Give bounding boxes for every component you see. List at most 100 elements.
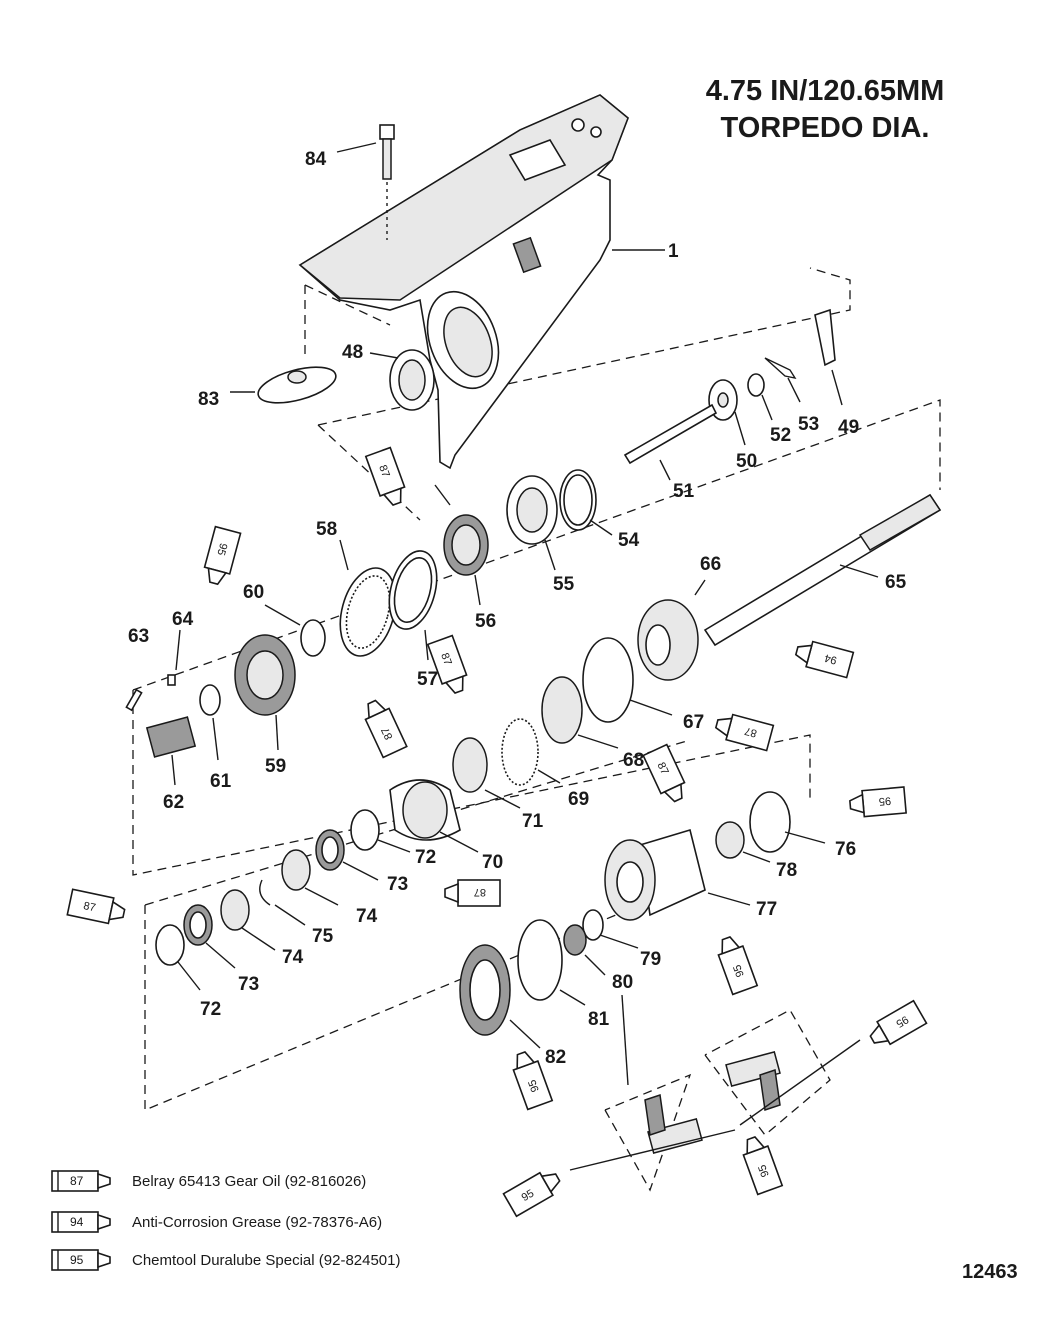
svg-text:95: 95 [731,963,746,979]
callout-68: 68 [623,750,644,771]
callout-59: 59 [265,756,286,777]
tube-94: 94 [794,640,855,679]
callout-69: 69 [568,789,589,810]
tube-95-a: 95 [203,525,242,586]
svg-text:95: 95 [70,1253,84,1267]
svg-text:87: 87 [376,463,391,479]
lubricant-legend: 87 Belray 65413 Gear Oil (92-816026) 94 … [51,1170,401,1271]
assembly-guide-lines [132,267,941,1192]
tube-95-g: 95 [502,1171,561,1218]
diameter-heading-line2: TORPEDO DIA. [721,112,930,144]
bolt-84 [336,124,395,240]
tube-87-b: 87 [426,634,468,694]
callout-82: 82 [545,1047,566,1068]
svg-text:Anti-Corrosion Grease (92-7837: Anti-Corrosion Grease (92-78376-A6) [132,1214,382,1231]
svg-text:94: 94 [823,651,838,666]
bearing-carrier-internals [155,809,411,991]
callout-81: 81 [588,1009,610,1030]
tube-95-e: 95 [869,999,928,1046]
callout-64: 64 [172,609,194,630]
pinion-gear-59 [234,604,326,751]
tube-95-b: 95 [849,786,907,818]
svg-text:Chemtool Duralube Special (92-: Chemtool Duralube Special (92-824501) [132,1252,401,1269]
callout-54: 54 [618,530,640,551]
bearing-carrier-77 [604,791,826,921]
svg-text:95: 95 [214,542,229,557]
shift-cam-parts [644,1050,781,1155]
carrier-retainers [459,909,639,1086]
tube-87-c: 87 [364,699,408,759]
callout-84: 84 [305,149,327,170]
legend-row-87: 87 Belray 65413 Gear Oil (92-816026) [51,1170,366,1192]
callout-74-upper: 74 [356,906,378,927]
svg-text:87: 87 [655,761,671,777]
callout-73-lower: 73 [238,974,259,995]
callout-76: 76 [835,839,856,860]
shift-linkage-parts [623,308,843,481]
callout-73-upper: 73 [387,874,408,895]
rear-bearing-set [389,637,673,853]
callout-78: 78 [776,860,797,881]
svg-text:94: 94 [70,1215,84,1229]
tube-87-e: 87 [642,743,686,803]
shims-57-58 [339,539,438,661]
legend-row-94: 94 Anti-Corrosion Grease (92-78376-A6) [51,1211,382,1233]
svg-text:87: 87 [743,724,758,739]
callout-57: 57 [417,669,438,690]
callout-56: 56 [475,611,496,632]
callout-75: 75 [312,926,334,947]
callout-50: 50 [736,451,757,472]
svg-text:87: 87 [438,651,453,667]
tube-87-f: 87 [444,879,501,907]
lubricant-tubes: 87 87 87 87 87 87 87 94 [66,446,928,1218]
callout-51: 51 [673,481,695,502]
callout-71: 71 [522,811,544,832]
svg-text:95: 95 [526,1078,541,1094]
forward-gear-66 [637,579,706,681]
svg-text:87: 87 [474,886,486,898]
callout-49: 49 [838,417,859,438]
forward-bearing-set [443,469,613,606]
svg-text:87: 87 [379,725,395,741]
callout-53: 53 [798,414,819,435]
callout-70: 70 [482,852,503,873]
gear-housing [298,94,665,470]
callout-62: 62 [163,792,184,813]
callout-48: 48 [342,342,363,363]
callout-60: 60 [243,582,264,603]
callout-72-upper: 72 [415,847,436,868]
figure-id: 12463 [962,1261,1018,1283]
callout-83: 83 [198,389,219,410]
tube-87-a: 87 [364,446,406,506]
svg-text:95: 95 [520,1188,537,1205]
callout-66: 66 [700,554,721,575]
tube-87-g: 87 [66,888,126,925]
svg-text:95: 95 [894,1013,911,1030]
svg-text:87: 87 [70,1174,84,1188]
callout-80: 80 [612,972,633,993]
propeller-shaft-65 [703,493,942,647]
callout-67: 67 [683,712,704,733]
callout-74-lower: 74 [282,947,304,968]
tube-87-d: 87 [714,713,775,752]
callout-72-lower: 72 [200,999,221,1020]
svg-text:Belray 65413 Gear Oil (92-8160: Belray 65413 Gear Oil (92-816026) [132,1173,366,1190]
callout-77: 77 [756,899,777,920]
callout-79: 79 [640,949,661,970]
svg-text:95: 95 [756,1163,771,1179]
callout-1: 1 [668,241,679,262]
callout-numbers: 84 1 48 83 49 53 52 50 51 54 55 56 58 57… [128,149,907,1068]
tube-95-d: 95 [512,1051,554,1111]
clutch-components [125,629,221,786]
svg-text:95: 95 [878,794,891,807]
svg-text:87: 87 [82,900,96,914]
diameter-heading-line1: 4.75 IN/120.65MM [706,75,945,107]
legend-row-95: 95 Chemtool Duralube Special (92-824501) [51,1249,401,1271]
callout-52: 52 [770,425,791,446]
callout-55: 55 [553,574,575,595]
tube-95-c: 95 [717,936,759,996]
callout-61: 61 [210,771,232,792]
bearing-48 [369,349,435,411]
anode-83 [230,366,337,404]
